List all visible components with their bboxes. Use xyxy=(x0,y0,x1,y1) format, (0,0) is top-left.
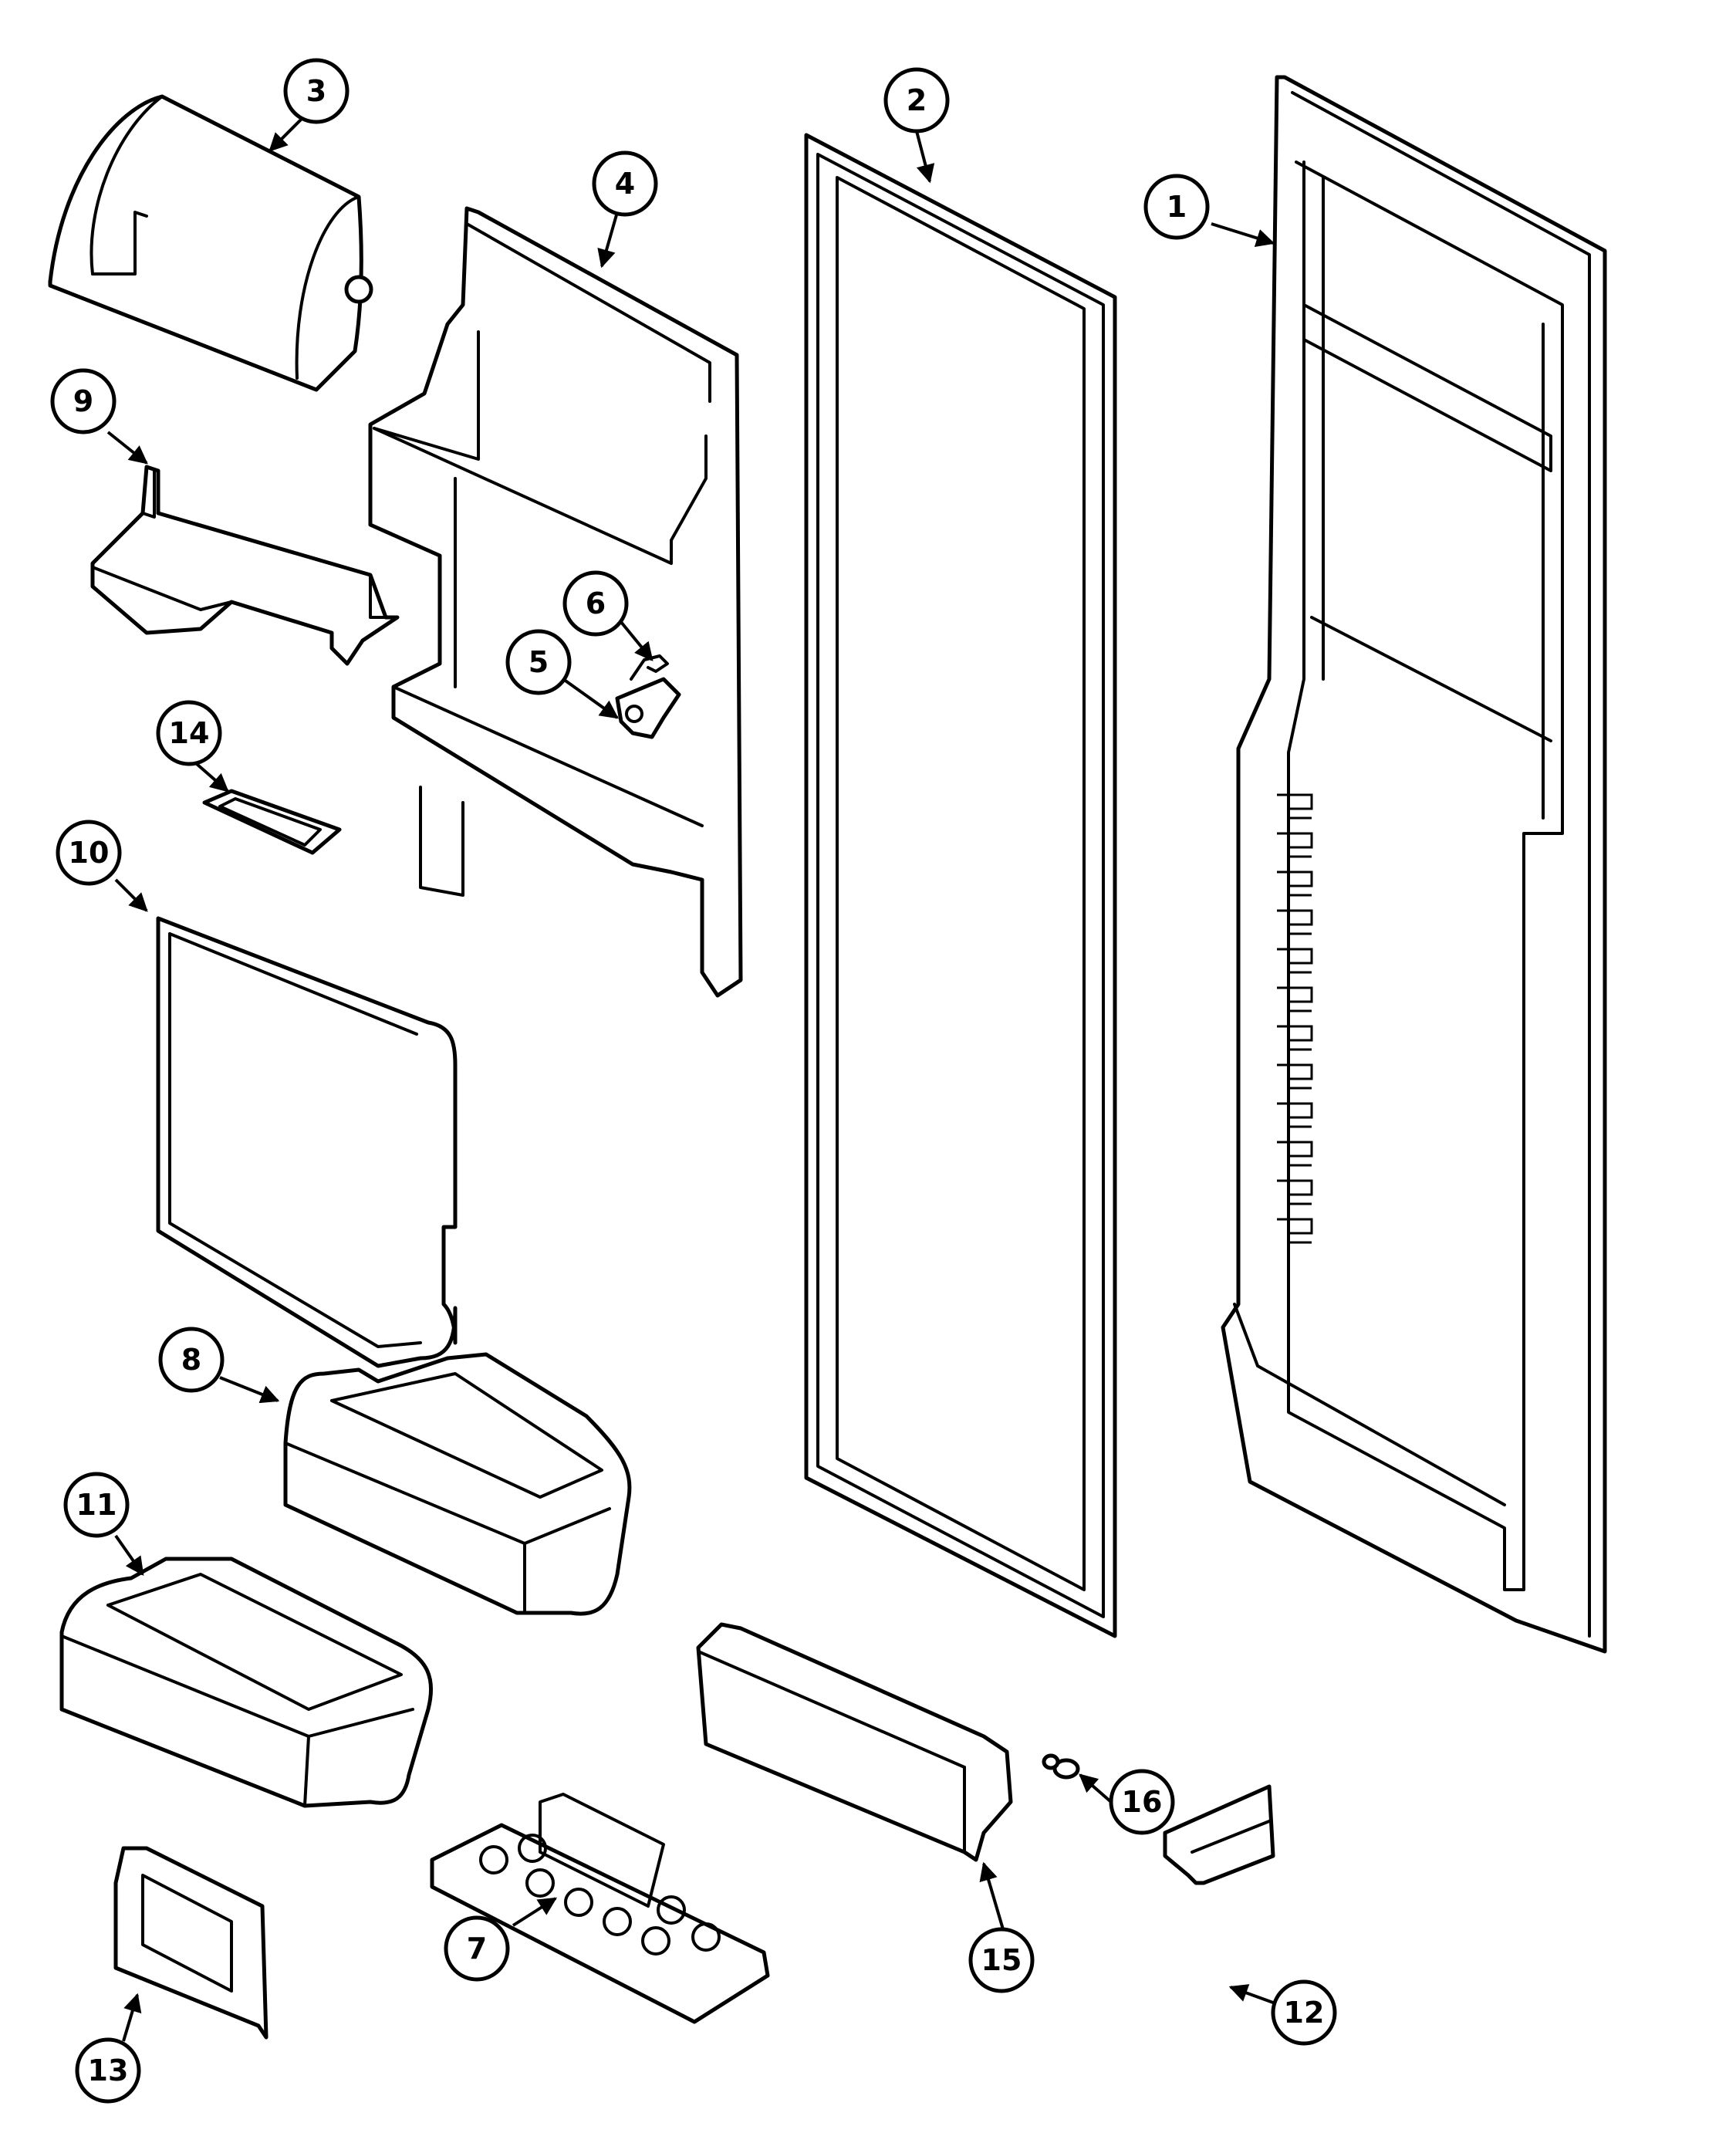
part-10-panel xyxy=(156,916,458,1368)
callout-12-label: 12 xyxy=(1284,1996,1325,2030)
part-1-door-liner xyxy=(1221,75,1607,1654)
callout-7-label: 7 xyxy=(467,1932,487,1966)
callout-6-label: 6 xyxy=(586,586,606,620)
callout-8-label: 8 xyxy=(181,1343,201,1377)
callout-16: 16 xyxy=(1109,1769,1175,1835)
part-6-spring xyxy=(630,654,669,681)
part-13-small-door xyxy=(113,1846,269,2040)
callout-1: 1 xyxy=(1143,174,1210,240)
part-14-small-tray xyxy=(202,789,342,855)
callout-15-label: 15 xyxy=(981,1943,1022,1977)
part-5-latch xyxy=(615,677,681,739)
callout-3: 3 xyxy=(283,58,350,124)
callout-9-label: 9 xyxy=(73,384,93,418)
part-3-dairy-door xyxy=(48,94,373,392)
part-11-door-bin xyxy=(59,1557,434,1808)
part-8-door-bin xyxy=(283,1352,632,1616)
callout-15: 15 xyxy=(968,1927,1035,1993)
callout-16-label: 16 xyxy=(1122,1785,1163,1819)
part-2-door-gasket xyxy=(804,133,1117,1638)
callout-2-label: 2 xyxy=(907,83,927,117)
callout-1-label: 1 xyxy=(1167,190,1187,224)
callout-2: 2 xyxy=(883,67,950,134)
part-16-bulb xyxy=(1042,1753,1080,1780)
callout-3-label: 3 xyxy=(306,74,326,108)
callout-9: 9 xyxy=(50,368,117,434)
callout-10: 10 xyxy=(56,820,122,886)
callout-10-label: 10 xyxy=(69,836,110,870)
callout-11: 11 xyxy=(63,1472,130,1538)
part-7-egg-tray xyxy=(430,1793,770,2024)
part-4-dairy-module xyxy=(368,206,743,998)
callout-6: 6 xyxy=(562,570,629,637)
part-12-clip xyxy=(1163,1784,1275,1885)
callout-8: 8 xyxy=(158,1327,225,1393)
callout-11-label: 11 xyxy=(76,1488,117,1522)
callout-4-label: 4 xyxy=(615,167,635,201)
part-15-door-bin xyxy=(696,1622,1013,1862)
callout-14-label: 14 xyxy=(169,716,210,750)
callout-5-label: 5 xyxy=(529,645,549,679)
callout-13-label: 13 xyxy=(88,2054,129,2087)
door-liner-shelf-slots xyxy=(1277,793,1313,1244)
leader-lines xyxy=(106,118,1275,2042)
callout-12: 12 xyxy=(1271,1979,1337,2046)
callout-7: 7 xyxy=(444,1915,510,1982)
callout-14: 14 xyxy=(156,700,222,766)
callout-5: 5 xyxy=(505,629,572,695)
part-9-shelf-bracket xyxy=(90,465,400,666)
callout-4: 4 xyxy=(592,150,658,217)
callout-13: 13 xyxy=(75,2037,141,2104)
